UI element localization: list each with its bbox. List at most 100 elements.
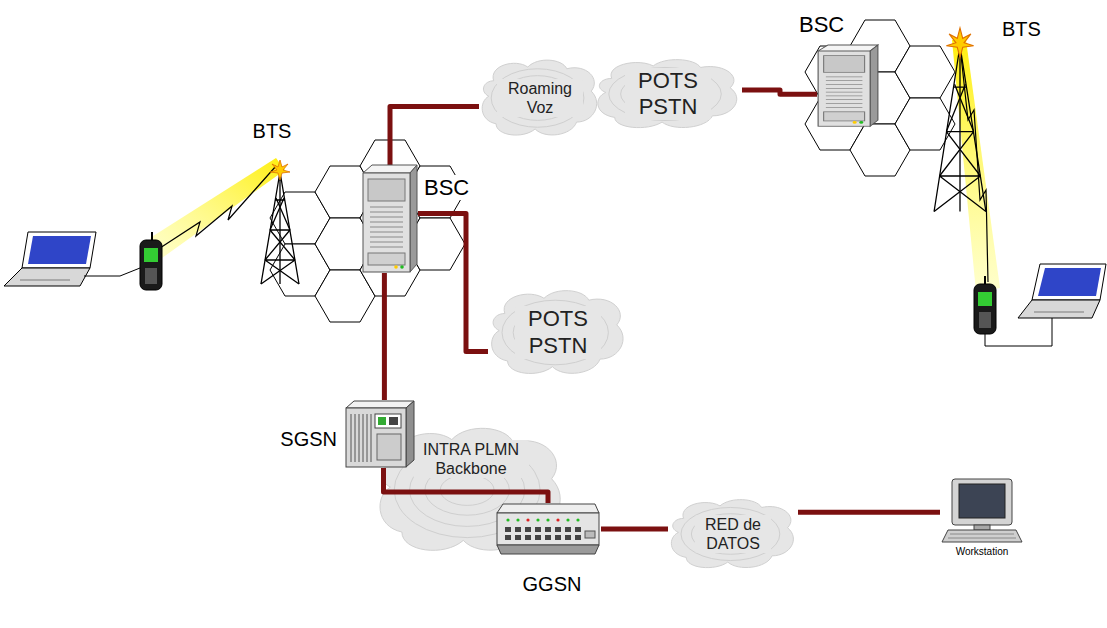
- bts-tower-part-part: [270, 160, 290, 180]
- mobile-phone-part: [140, 240, 162, 290]
- network-cloud-part-part-part: [502, 300, 608, 365]
- network-cloud: RED de DATOS: [668, 495, 798, 573]
- cell-hexagons: [270, 140, 465, 322]
- cell-hexagons-part: [895, 98, 955, 150]
- network-cloud-part-part: [491, 69, 584, 127]
- sgsn-node-part-part: [406, 401, 414, 467]
- radio-beam-part: [150, 158, 285, 258]
- sgsn-node-part-part: [389, 417, 398, 425]
- ggsn-node: GGSN: [495, 503, 601, 555]
- bts-tower-part-part: [946, 28, 973, 58]
- laptop-part: [22, 232, 96, 268]
- cloud-label: POTS PSTN: [625, 68, 711, 121]
- mobile-phone-part: [974, 284, 996, 334]
- ggsn-node-part-part-part: [515, 527, 521, 532]
- cable: [985, 318, 1052, 346]
- ggsn-node-part-part: [506, 518, 579, 521]
- ggsn-node-part-part-part: [575, 535, 581, 540]
- laptop-part: [4, 268, 90, 286]
- sgsn-node-part-part: [378, 417, 386, 425]
- sgsn-node-part-part: [377, 434, 401, 460]
- ggsn-node-part-part-part: [565, 527, 571, 532]
- ggsn-node-part-part-part: [555, 527, 561, 532]
- workstation-part-part: [974, 525, 990, 530]
- network-cloud-part-part-part: [491, 69, 584, 127]
- backbone-cloud-part-part-part: [440, 475, 494, 506]
- network-cloud-part-part: [482, 60, 597, 135]
- bts-tower: BTS: [930, 28, 990, 213]
- ggsn-node-part-part-part: [535, 527, 541, 532]
- laptop: [4, 232, 96, 286]
- laptop-part: [20, 280, 70, 281]
- ggsn-node-part-part-part: [566, 518, 569, 521]
- ggsn-node-part-part-part: [505, 535, 511, 540]
- network-link: [601, 527, 668, 532]
- device-label: GGSN: [521, 573, 584, 596]
- mobile-phone-part: [978, 292, 992, 306]
- bsc-server-part-part: [824, 56, 865, 73]
- cloud-label: RED de DATOS: [695, 515, 771, 553]
- network-cloud-part-part: [681, 507, 780, 560]
- bsc-server-part-part: [400, 265, 404, 269]
- laptop-part: [28, 236, 91, 264]
- ggsn-node-part-part: [497, 513, 599, 545]
- bsc-server-part-part: [870, 45, 878, 126]
- mobile-phone-part: [144, 248, 158, 262]
- bsc-server: BSC: [362, 165, 418, 273]
- ggsn-node-part-part-part: [506, 518, 509, 521]
- sgsn-node: SGSN: [345, 400, 415, 468]
- laptop-part: [1034, 312, 1084, 313]
- mobile-phone: [974, 276, 996, 334]
- sgsn-node-part-part: [375, 414, 401, 428]
- network-cloud-part: POTS PSTN: [488, 285, 628, 380]
- network-link: [390, 107, 479, 165]
- cable: [84, 268, 140, 276]
- ggsn-node-part-part-part: [546, 518, 549, 521]
- device-label: BSC: [422, 175, 471, 200]
- bsc-server-part-part: [824, 112, 865, 121]
- ggsn-node-part-part: [497, 504, 599, 513]
- radio-beam-part: [160, 166, 276, 248]
- workstation-part-part: [959, 484, 1005, 518]
- network-cloud: POTS PSTN: [594, 55, 742, 133]
- ggsn-node-part-part-part: [515, 535, 521, 540]
- workstation-part-part: [942, 530, 1022, 542]
- sgsn-node-part: [345, 400, 415, 468]
- ggsn-node-part-part-part: [536, 518, 539, 521]
- laptop-part: [1032, 264, 1106, 300]
- bsc-server-part-part: [394, 265, 398, 269]
- ggsn-node-part-part-part: [545, 535, 551, 540]
- network-cloud-part-part: [502, 300, 608, 365]
- bsc-server-part-part: [859, 121, 863, 124]
- mobile-phone-part: [145, 268, 157, 284]
- workstation: Workstation: [940, 478, 1024, 544]
- cloud-label: POTS PSTN: [515, 306, 601, 359]
- network-cloud-part-part: [492, 291, 623, 374]
- device-label: BTS: [251, 120, 294, 143]
- ggsn-node-part-part-part: [535, 535, 541, 540]
- ggsn-node-part-part-part: [555, 535, 561, 540]
- network-link: [382, 273, 387, 400]
- mobile-phone-part: [979, 312, 991, 328]
- cell-hexagons-part: [895, 46, 955, 98]
- ggsn-node-part-part: [585, 531, 595, 538]
- ggsn-node-part: [495, 503, 601, 555]
- cloud-label: Roaming Voz: [497, 79, 583, 117]
- bsc-server-part: [817, 45, 879, 127]
- cloud-label: INTRA PLMN Backbone: [413, 440, 529, 478]
- network-cloud-part: RED de DATOS: [668, 495, 798, 573]
- ggsn-node-part-part-part: [505, 527, 511, 532]
- ggsn-node-part-part-part: [525, 527, 531, 532]
- ggsn-node-part-part-part: [545, 527, 551, 532]
- sgsn-node-part-part: [351, 414, 371, 462]
- mobile-phone: [140, 232, 162, 290]
- ggsn-node-part-part: [505, 527, 581, 540]
- bts-tower-part-part-part: [261, 172, 299, 284]
- bsc-server-part-part: [370, 207, 403, 247]
- bsc-server-part-part: [410, 165, 417, 272]
- bsc-server-part-part: [363, 165, 417, 173]
- ggsn-node-part-part-part: [575, 527, 581, 532]
- ggsn-node-part-part: [497, 545, 599, 554]
- radio-beam: [150, 158, 285, 258]
